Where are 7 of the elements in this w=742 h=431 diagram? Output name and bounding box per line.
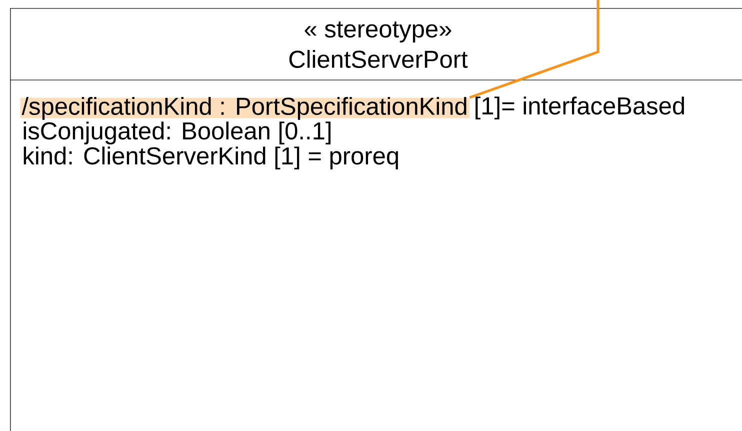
attribute-text: [1]= interfaceBased [476, 96, 684, 120]
attribute-text: isConjugated: Boolean [0..1] [24, 122, 330, 144]
highlighted-attribute: /specificationKind : PortSpecificationKind [20, 97, 470, 120]
stereotype-label: « stereotype» [304, 22, 452, 42]
class-name: ClientServerPort [289, 50, 468, 68]
attribute-text: kind: ClientServerKind [1] = proreq [24, 146, 398, 170]
leader-line [469, 0, 600, 99]
